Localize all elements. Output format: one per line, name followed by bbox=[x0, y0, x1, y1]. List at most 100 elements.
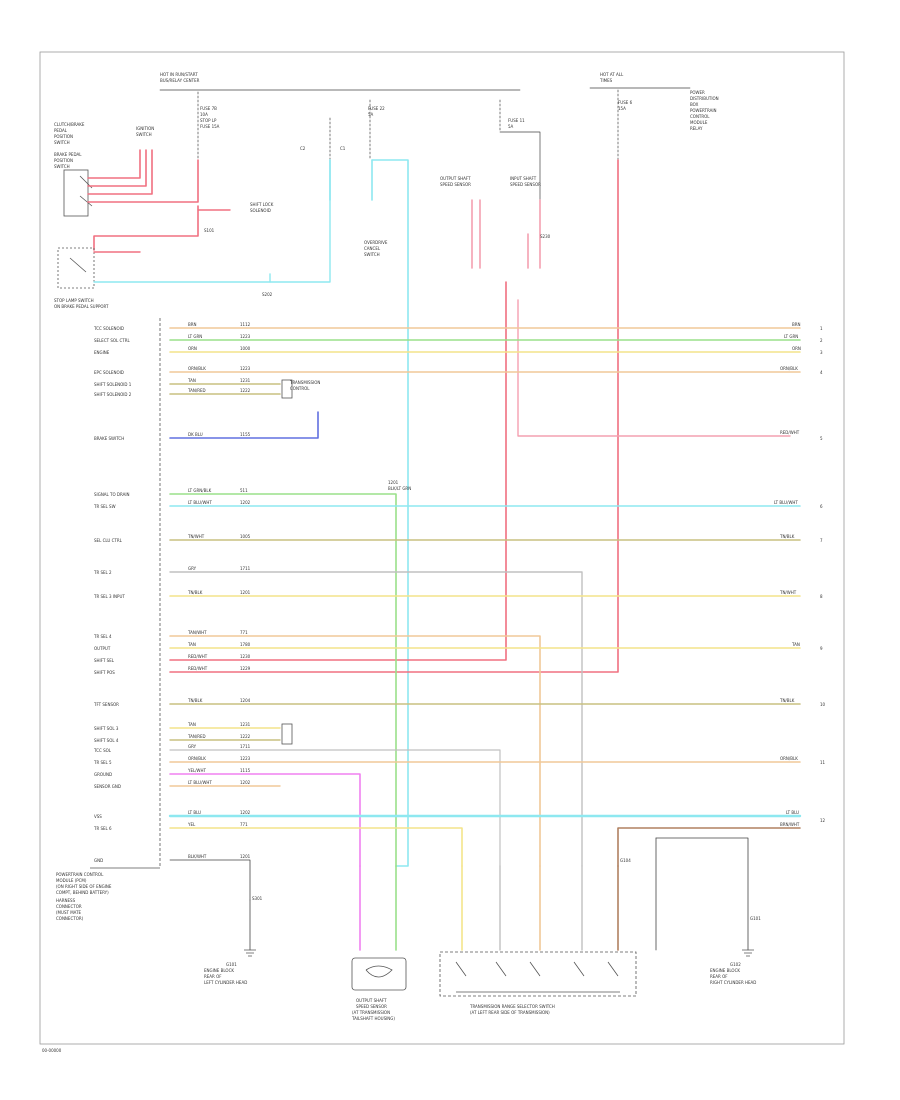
right-pin-5: 5 bbox=[820, 436, 823, 441]
row-label-2: ENGINE bbox=[94, 350, 110, 355]
row-circuit-7: 1155 bbox=[240, 432, 251, 437]
speed-sensor-b-1: INPUT SHAFT bbox=[510, 176, 537, 181]
row-label-9: TR SEL SW bbox=[93, 504, 116, 509]
right-tag-5: LT BLU/WHT bbox=[774, 500, 798, 505]
splice-s230: S230 bbox=[540, 234, 551, 239]
brake-on-off-1: BRAKE PEDAL bbox=[54, 152, 82, 157]
center-sensor-4: TAILSHAFT HOUSING) bbox=[351, 1016, 395, 1021]
row-circuit-25: 771 bbox=[240, 822, 248, 827]
range-switch-2: (AT LEFT REAR SIDE OF TRANSMISSION) bbox=[470, 1010, 550, 1015]
right-tag-7: TN/WHT bbox=[779, 590, 797, 595]
top-labels: HOT IN RUN/START BUS/RELAY CENTER HOT AT… bbox=[54, 72, 719, 391]
top-bus bbox=[159, 87, 691, 201]
pcm-row-labels: TCC SOLENOID SELECT SOL CTRL ENGINE EPC … bbox=[93, 326, 132, 863]
row-label-18: SHIFT SOL 3 bbox=[94, 726, 119, 731]
pcm-label-3: (ON RIGHT SIDE OF ENGINE bbox=[56, 884, 112, 889]
harness-label-1: HARNESS bbox=[56, 898, 76, 903]
row-circuit-21: 1223 bbox=[240, 756, 251, 761]
power-dist-label-3: BOX bbox=[690, 102, 699, 107]
ignition-1: IGNITION bbox=[136, 126, 154, 131]
row-circuit-10: 1005 bbox=[240, 534, 251, 539]
row-label-10: SEL CLU CTRL bbox=[94, 538, 123, 543]
row-label-16: SHIFT POS bbox=[94, 670, 115, 675]
speed-sensor-b-2: SPEED SENSOR bbox=[510, 182, 541, 187]
brake-on-off-2: POSITION bbox=[54, 158, 73, 163]
vertical-wires bbox=[169, 159, 791, 867]
row-circuit-26: 1201 bbox=[240, 854, 251, 859]
stop-lamp-fuse-1: STOP LP bbox=[200, 118, 217, 123]
right-pin-3: 3 bbox=[820, 350, 823, 355]
left-ground-2: ENGINE BLOCK bbox=[204, 968, 234, 973]
bottom-labels: G101 ENGINE BLOCK REAR OF LEFT CYLINDER … bbox=[204, 962, 756, 1021]
left-ground-1: G101 bbox=[226, 962, 237, 967]
row-circuit-11: 1711 bbox=[240, 566, 251, 571]
connector-c2: C2 bbox=[300, 146, 306, 151]
fuse-10a-1: FUSE 7B bbox=[200, 106, 217, 111]
splice-g104: G104 bbox=[620, 858, 631, 863]
row-color-10: TN/WHT bbox=[187, 534, 205, 539]
right-note-2: CONTROL bbox=[690, 114, 710, 119]
splice-labels: S101 S202 S230 S301 G104 G101 C1 C2 bbox=[204, 146, 761, 921]
row-color-26: BLK/WHT bbox=[188, 854, 207, 859]
right-pin-12: 12 bbox=[820, 818, 826, 823]
fuse-15a-2: 15A bbox=[618, 106, 626, 111]
row-circuit-22: 1115 bbox=[240, 768, 251, 773]
fuse-10a-2: 10A bbox=[200, 112, 208, 117]
speed-sensor-a-1: OUTPUT SHAFT bbox=[440, 176, 471, 181]
pcm-edge bbox=[90, 318, 161, 869]
side-annot-1a: SHIFT LOCK bbox=[250, 202, 274, 207]
row-color-7: DK BLU bbox=[188, 432, 203, 437]
row-color-18: TAN bbox=[187, 722, 196, 727]
right-tag-11: LT BLU bbox=[786, 810, 799, 815]
right-ground-2: ENGINE BLOCK bbox=[710, 968, 740, 973]
row-color-17: TN/BLK bbox=[187, 698, 203, 703]
row-circuit-5: 1222 bbox=[240, 388, 251, 393]
row-label-20: TCC SOL bbox=[93, 748, 112, 753]
hot-in-run-label-1: HOT IN RUN/START bbox=[160, 72, 198, 77]
right-pin-9: 9 bbox=[820, 646, 823, 651]
pcm-label-1: POWERTRAIN CONTROL bbox=[56, 872, 104, 877]
right-note-3: MODULE bbox=[690, 120, 708, 125]
row-color-13: TAN/WHT bbox=[187, 630, 207, 635]
row-codes: BRN 1112 LT GRN 1223 ORN 1000 ORN/BLK 12… bbox=[187, 322, 411, 859]
row-label-25: TR SEL 6 bbox=[93, 826, 112, 831]
right-tag-9: TN/BLK bbox=[779, 698, 795, 703]
row-circuit-12: 1201 bbox=[240, 590, 251, 595]
pcm-label-2: MODULE (PCM) bbox=[56, 878, 87, 883]
row-color-19: TAN/RED bbox=[187, 734, 206, 739]
row-circuit-20: 1711 bbox=[240, 744, 251, 749]
right-tags: BRN LT GRN ORN ORN/BLK RED/WHT LT BLU/WH… bbox=[774, 322, 826, 827]
row-circuit-4: 1231 bbox=[240, 378, 251, 383]
right-ground-3: REAR OF bbox=[710, 974, 728, 979]
right-tag-0: BRN bbox=[792, 322, 801, 327]
row-label-15: SHIFT SEL bbox=[94, 658, 115, 663]
center-sensor-3: (AT TRANSMISSION bbox=[352, 1010, 390, 1015]
overdrive-switch-1: OVERDRIVE bbox=[364, 240, 388, 245]
splice-s202: S202 bbox=[262, 292, 273, 297]
row-color-25: YEL bbox=[187, 822, 196, 827]
power-dist-label-2: DISTRIBUTION bbox=[690, 96, 719, 101]
center-sensor-1: OUTPUT SHAFT bbox=[356, 998, 387, 1003]
stop-lamp-switch-2: ON BRAKE PEDAL SUPPORT bbox=[54, 304, 109, 309]
row-circuit-13: 771 bbox=[240, 630, 248, 635]
row-color-11: GRY bbox=[188, 566, 197, 571]
footer-code: 00-00000 bbox=[42, 1048, 62, 1053]
splice-s101: S101 bbox=[204, 228, 215, 233]
right-pin-6: 6 bbox=[820, 504, 823, 509]
row-label-17: TFT SENSOR bbox=[93, 702, 119, 707]
row-circuit-16: 1229 bbox=[240, 666, 251, 671]
row-label-14: OUTPUT bbox=[94, 646, 111, 651]
left-ground-4: LEFT CYLINDER HEAD bbox=[204, 980, 247, 985]
right-tag-4: RED/WHT bbox=[780, 430, 800, 435]
row-color-15: RED/WHT bbox=[188, 654, 208, 659]
row-circuit-19: 1222 bbox=[240, 734, 251, 739]
ignition-2: SWITCH bbox=[136, 132, 152, 137]
row-circuit-14: 1780 bbox=[240, 642, 251, 647]
right-tag-6: TN/BLK bbox=[779, 534, 795, 539]
right-pin-7: 7 bbox=[820, 538, 823, 543]
stop-lamp-switch-symbol bbox=[57, 159, 331, 289]
row-label-19: SHIFT SOL 4 bbox=[94, 738, 119, 743]
left-ground-3: REAR OF bbox=[204, 974, 222, 979]
row-label-3: EPC SOLENOID bbox=[94, 370, 124, 375]
ignition-switch bbox=[63, 149, 231, 251]
